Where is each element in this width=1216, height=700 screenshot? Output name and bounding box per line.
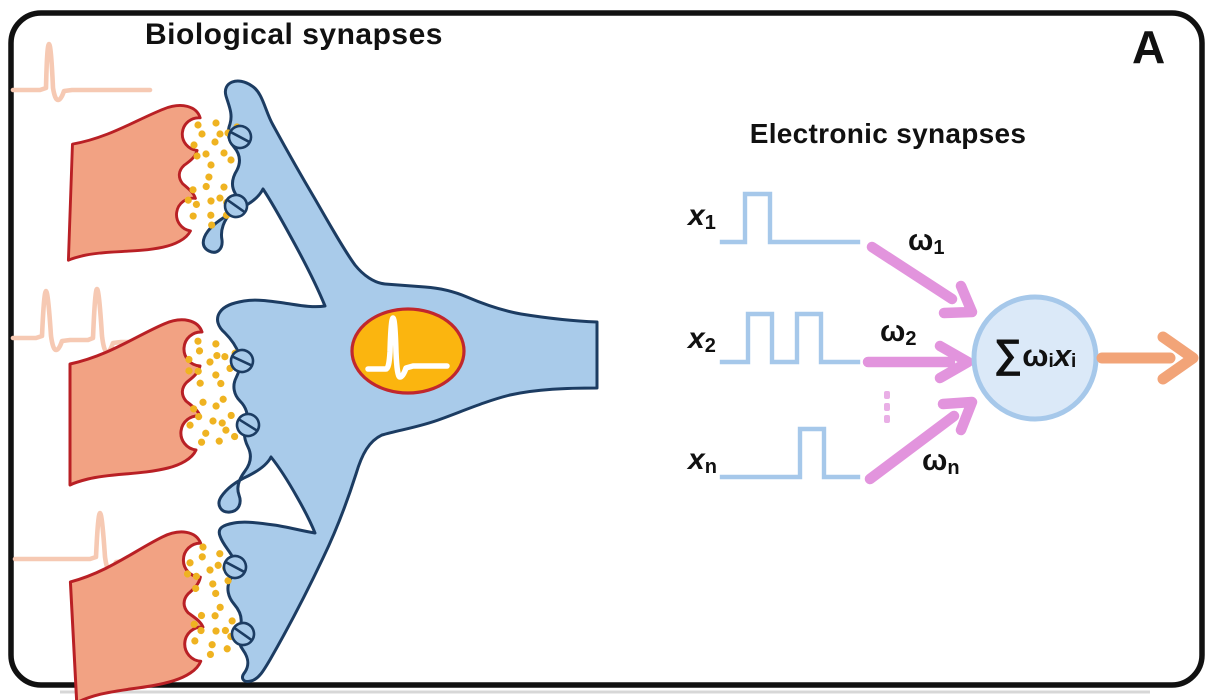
vesicle-cluster <box>179 390 243 455</box>
soma-action-potential-badge <box>350 307 466 395</box>
xn-symbol: x <box>688 443 705 476</box>
pulse-wave-x2 <box>719 311 861 365</box>
presynaptic-terminal-1 <box>66 100 203 267</box>
electronic-title: Electronic synapses <box>749 118 1027 149</box>
xn-subscript: n <box>704 456 717 478</box>
x1-symbol: x <box>688 199 705 232</box>
presynaptic-terminal-2 <box>68 318 204 487</box>
w2-subscript: 2 <box>905 328 917 350</box>
presynaptic-terminal-3 <box>66 529 211 700</box>
w1-subscript: 1 <box>933 237 945 259</box>
x2-subscript: 2 <box>704 335 716 357</box>
output-arrow <box>1096 331 1199 385</box>
pulse-wave-xn <box>719 426 861 480</box>
omega-symbol: ω <box>1022 338 1049 373</box>
action-potential-icon <box>365 315 450 380</box>
weight-arrows <box>862 241 978 485</box>
x2-symbol: x <box>688 322 705 355</box>
x1-subscript: 1 <box>704 212 716 234</box>
weight-arrow-1 <box>866 241 978 319</box>
weights-ellipsis-icon <box>884 391 890 423</box>
presynaptic-terminals <box>66 100 211 700</box>
weight-arrow-n <box>864 396 978 485</box>
x-i-subscript: i <box>1070 351 1077 372</box>
summation-neuron-circle <box>971 294 1099 422</box>
x-symbol: x <box>1053 338 1071 373</box>
figure-border <box>8 10 1205 688</box>
input-pulse-waveforms <box>719 191 861 480</box>
omega-i-subscript: i <box>1048 351 1054 372</box>
weight-arrow-2 <box>862 340 974 384</box>
w2-symbol: ω <box>880 315 906 348</box>
w1-symbol: ω <box>908 224 934 257</box>
biological-title: Biological synapses <box>145 18 443 51</box>
wn-subscript: n <box>947 457 960 479</box>
pulse-wave-x1 <box>719 191 861 245</box>
panel-label: A <box>1132 21 1166 73</box>
sigma-symbol: ∑ <box>993 332 1023 376</box>
spike-trace-1 <box>10 41 153 103</box>
wn-symbol: ω <box>922 444 948 477</box>
